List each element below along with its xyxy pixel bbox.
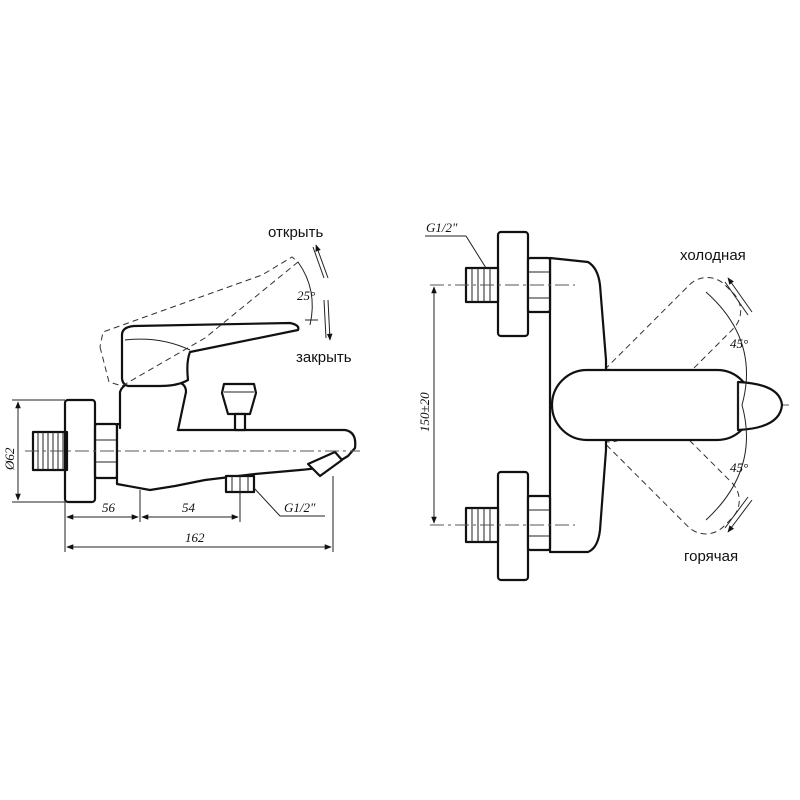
svg-text:54: 54	[182, 500, 196, 515]
label-cold: холодная	[680, 247, 746, 264]
side-bottom-fitting	[224, 474, 256, 494]
front-nut-bottom	[526, 494, 552, 552]
side-view: 25° открыть закрыть Ø62 56 54 162	[2, 224, 360, 552]
cold-arrow-icon	[727, 277, 753, 313]
dim-height: Ø62	[2, 399, 65, 503]
open-arrow-icon	[315, 244, 329, 279]
hot-arrow-icon	[727, 499, 753, 533]
angle-hot-label: 45°	[730, 460, 748, 475]
side-diverter-knob	[220, 382, 258, 432]
angle-lever-label: 25°	[297, 288, 315, 303]
side-spout-outlet	[306, 450, 344, 478]
front-flange-bottom	[496, 470, 530, 582]
front-view: 150±20 G1/2" 45° 45° холодная горячая	[417, 220, 790, 582]
label-hot: горячая	[684, 548, 738, 565]
svg-text:150±20: 150±20	[417, 392, 432, 432]
side-lever	[120, 321, 300, 388]
angle-cold-label: 45°	[730, 336, 748, 351]
svg-text:56: 56	[102, 500, 116, 515]
side-cartridge-housing	[118, 380, 188, 432]
label-open: открыть	[268, 224, 323, 241]
label-close: закрыть	[296, 349, 352, 366]
svg-text:162: 162	[185, 530, 205, 545]
front-thread-callout: G1/2"	[425, 220, 487, 269]
dim-horizontal: 56 54 162	[64, 476, 334, 552]
front-handle	[550, 368, 784, 442]
svg-text:G1/2": G1/2"	[284, 500, 316, 515]
front-flange-top	[496, 230, 530, 338]
dim-spacing: 150±20	[417, 286, 437, 524]
close-arrow-icon	[326, 299, 333, 341]
svg-text:G1/2": G1/2"	[426, 220, 458, 235]
svg-text:Ø62: Ø62	[2, 447, 17, 471]
side-thread-callout: G1/2"	[253, 487, 325, 517]
